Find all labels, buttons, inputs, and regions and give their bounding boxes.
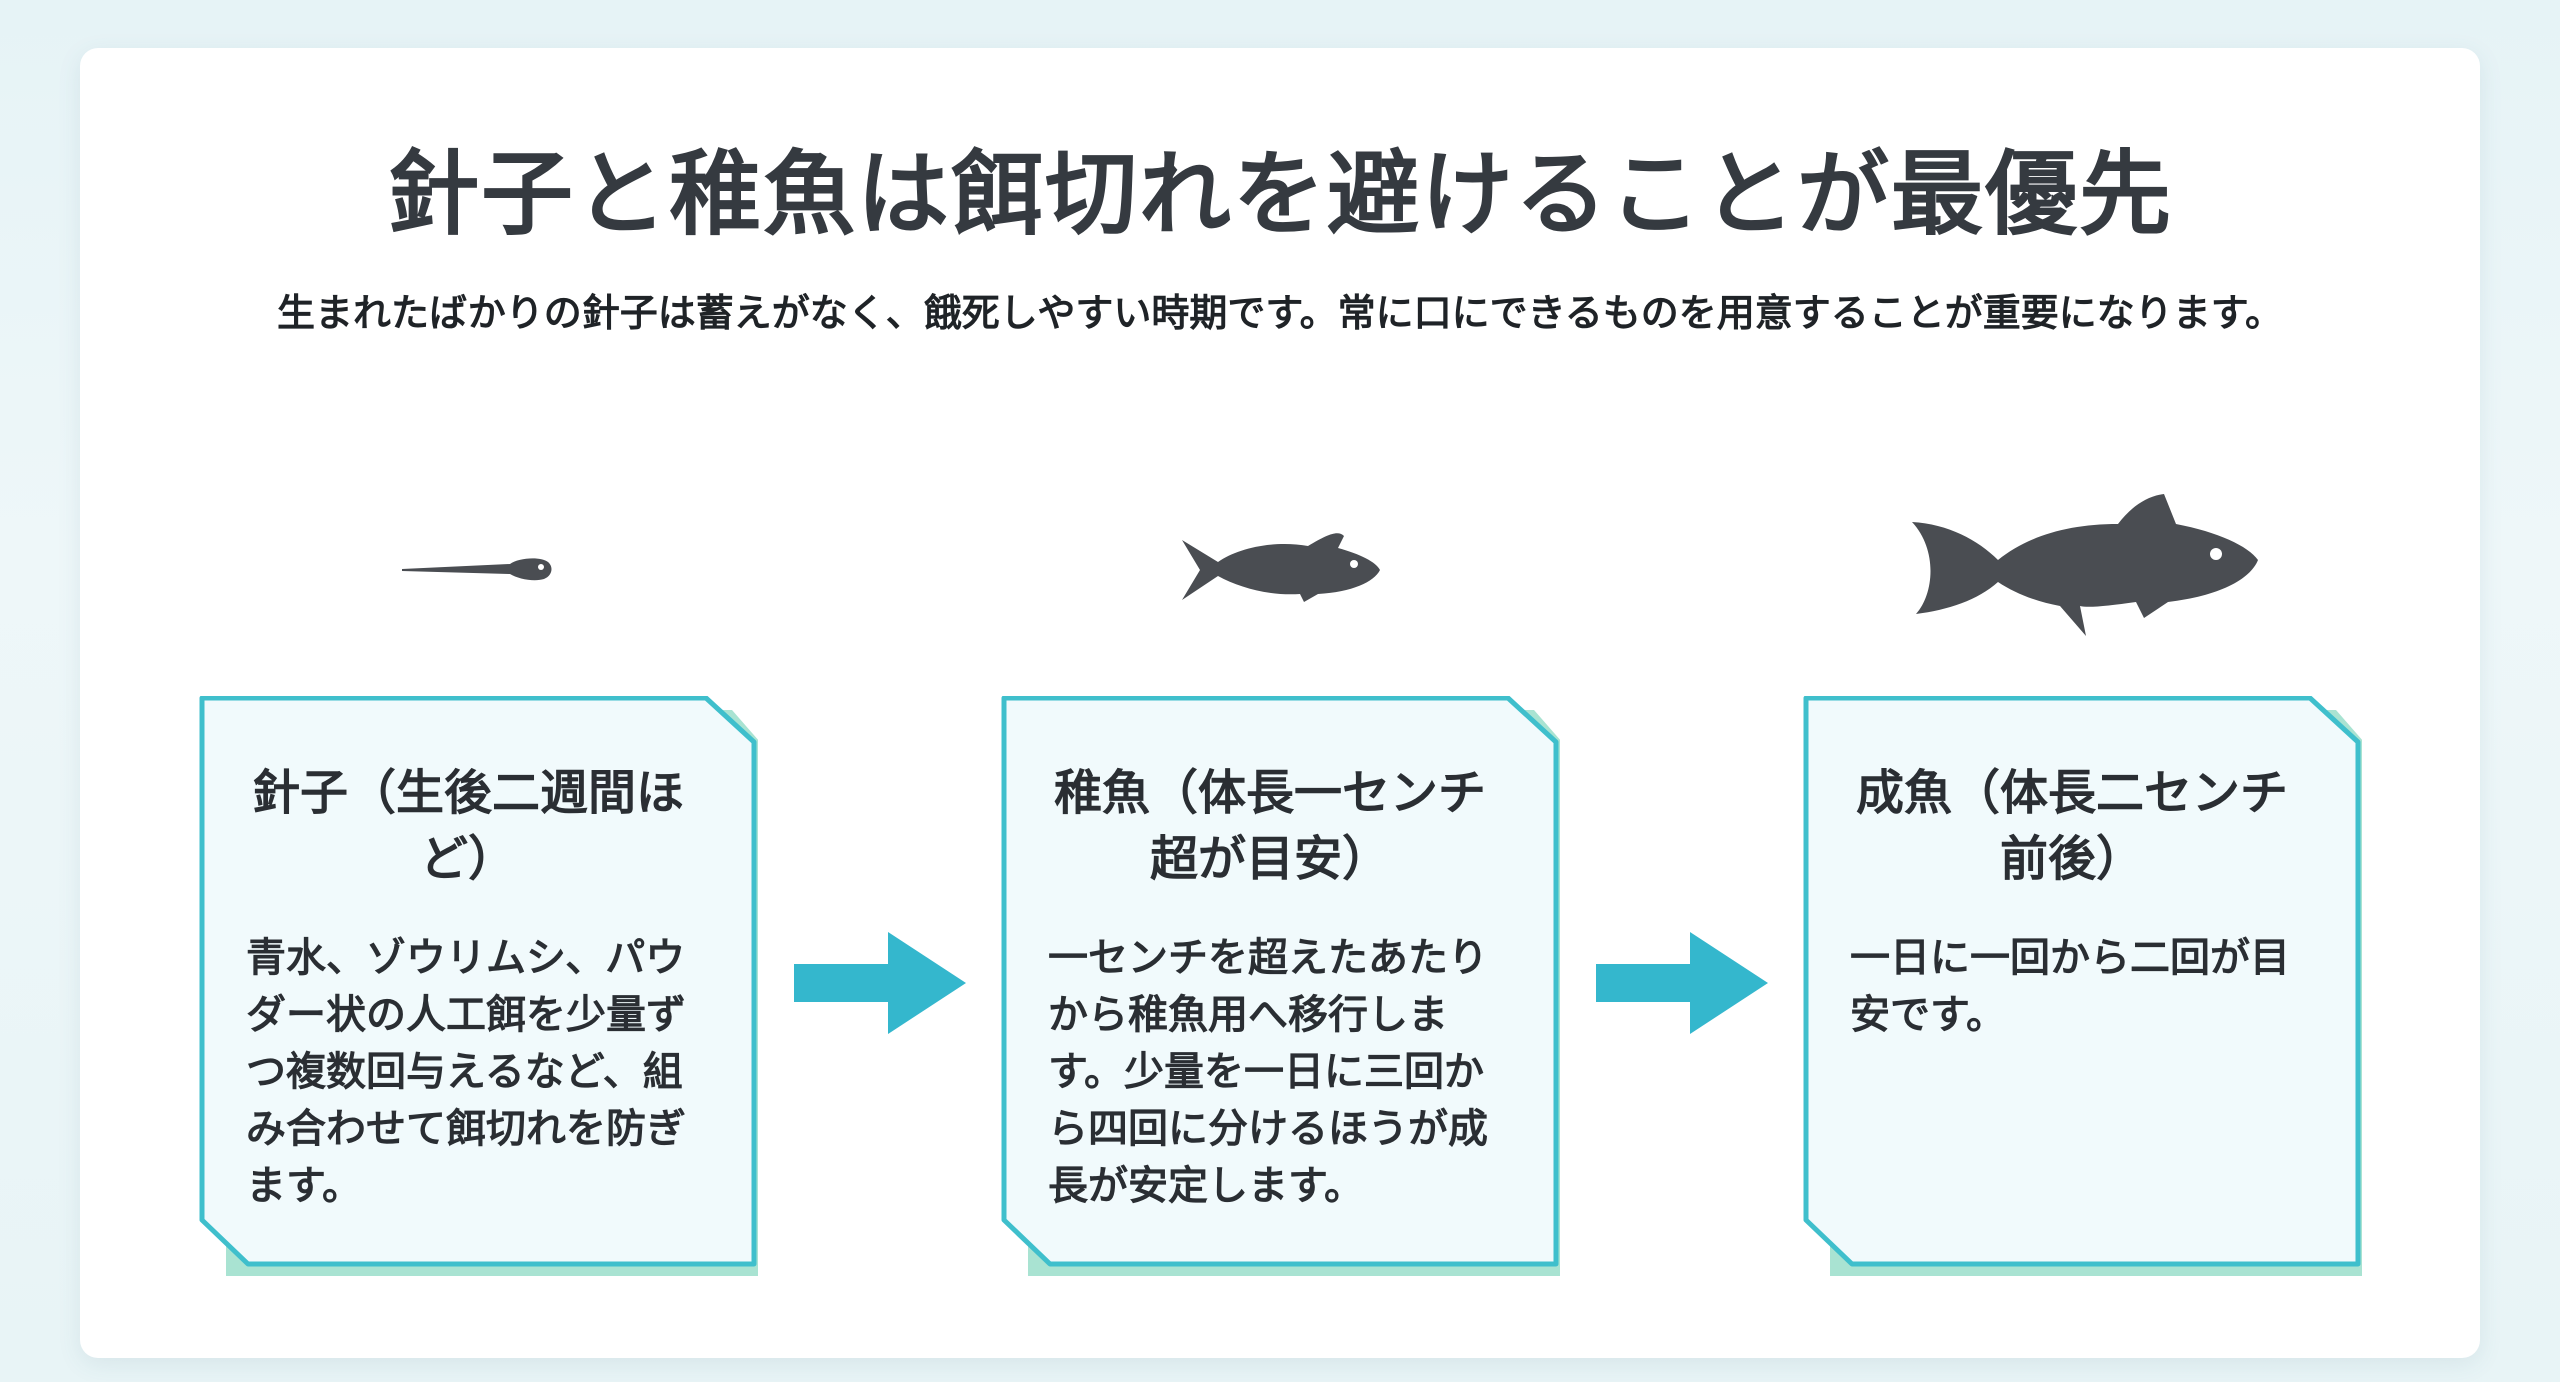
page-title: 針子と稚魚は餌切れを避けることが最優先 [386,141,2173,248]
stage-card-adult: 成魚（体長二センチ前後） 一日に一回から二回が目安です。 [1802,696,2362,1276]
stage-card-fry: 針子（生後二週間ほど） 青水、ゾウリムシ、パウダー状の人工餌を少量ずつ複数回与え… [198,696,758,1276]
juvenile-fish-icon [1182,533,1380,602]
adult-fish-icon [1912,494,2258,636]
stage-description: 一センチを超えたあたりから稚魚用へ移行します。少量を一日に三回から四回に分けるほ… [1048,935,1488,1209]
stage-description: 一日に一回から二回が目安です。 [1850,935,2290,1038]
stage-card-juvenile: 稚魚（体長一センチ超が目安） 一センチを超えたあたりから稚魚用へ移行します。少量… [1000,696,1560,1276]
stage-card-frame [1001,696,1560,1276]
fry-larva-icon [402,558,552,581]
arrow-right-icon [1596,932,1768,1034]
stage-title: 成魚（体長二センチ前後） [1855,765,2288,887]
stage-card-frame [199,696,758,1276]
stage-card-frame [1803,696,2362,1276]
arrow-right-icon [794,932,966,1034]
stage-title: 針子（生後二週間ほど） [251,765,684,887]
stage-title: 稚魚（体長一センチ超が目安） [1053,765,1486,887]
page-subtitle: 生まれたばかりの針子は蓄えがなく、餓死しやすい時期です。常に口にできるものを用意… [276,291,2284,335]
stage-description: 青水、ゾウリムシ、パウダー状の人工餌を少量ずつ複数回与えるなど、組み合わせて餌切… [246,935,686,1209]
